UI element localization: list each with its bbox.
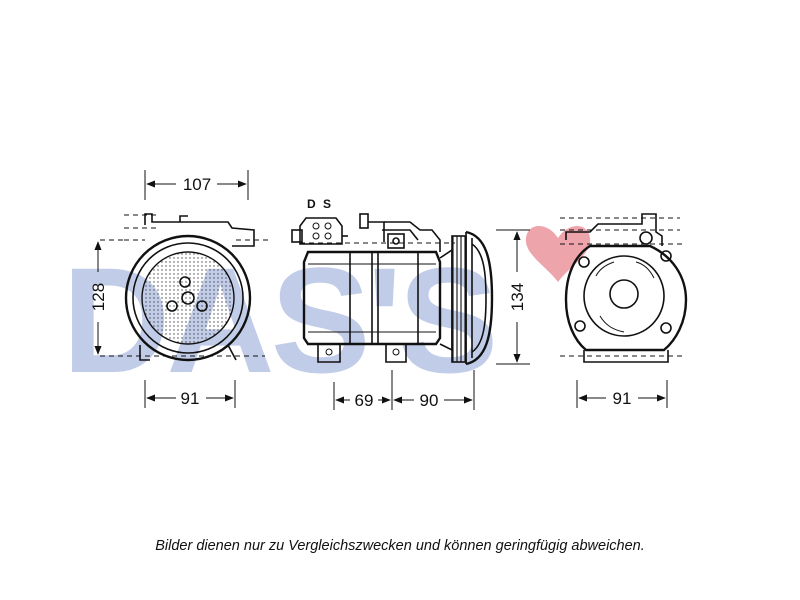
dim-side-left: 69: [355, 391, 374, 410]
dim-front-height: 128: [89, 283, 108, 311]
dim-side-right: 90: [420, 391, 439, 410]
rear-view: 91: [560, 213, 688, 408]
dim-rear-bottom: 91: [613, 389, 632, 408]
dim-front-bottom: 91: [181, 389, 200, 408]
disclaimer-caption: Bilder dienen nur zu Vergleichszwecken u…: [155, 538, 645, 554]
front-view: 107 128 91: [89, 170, 268, 408]
watermark-heart: [525, 226, 591, 282]
side-view: D S: [291, 197, 530, 410]
dim-side-height: 134: [508, 283, 527, 311]
watermark-text: DAS'S: [62, 236, 494, 404]
connector-label: D S: [307, 197, 333, 211]
dim-front-width: 107: [183, 175, 211, 194]
